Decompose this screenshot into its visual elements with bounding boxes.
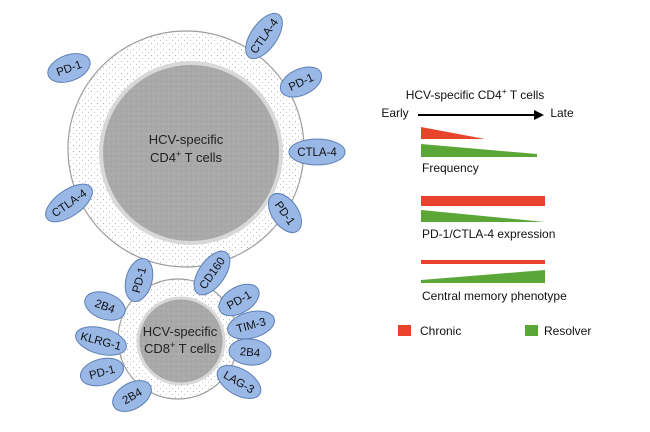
cd4-cell: HCV-specific CD4+ T cells PD-1 CTLA-4 PD… (45, 12, 346, 268)
receptor-pd1-cd8-right: PD-1 (218, 283, 260, 317)
memory-chronic-shape (421, 260, 545, 264)
expression-chronic-shape (421, 196, 545, 206)
expression-label: PD-1/CTLA-4 expression (422, 227, 555, 241)
cd8-nucleus (136, 296, 226, 386)
svg-text:2B4: 2B4 (239, 346, 261, 360)
timeline-title: HCV-specific CD4+ T cells (406, 86, 545, 102)
cd4-nucleus (99, 61, 283, 245)
legend-resolver-swatch (525, 325, 538, 336)
cd8-cell-label-line2: CD8+ T cells (144, 340, 216, 356)
cd4-cell-label-line1: HCV-specific (149, 132, 224, 147)
cd4-cell-label-line2: CD4+ T cells (150, 149, 222, 165)
cd8-cell-label-line1: HCV-specific (143, 324, 218, 339)
timeline-header: HCV-specific CD4+ T cells Early Late (381, 86, 574, 120)
timeline-late-label: Late (550, 106, 574, 120)
legend: Chronic Resolver (398, 324, 591, 338)
receptor-pd1-cd8-top: PD-1 (124, 257, 154, 303)
legend-chronic-label: Chronic (420, 324, 461, 338)
receptor-tim3: TIM-3 (227, 310, 275, 340)
memory-label: Central memory phenotype (422, 289, 567, 303)
receptor-2b4-bottom: 2B4 (112, 380, 152, 412)
cd8-cell: HCV-specific CD8+ T cells PD-1 CD160 PD-… (75, 250, 275, 412)
receptor-pd1-bottomright: PD-1 (267, 192, 303, 234)
receptor-pd1-cd8-left: PD-1 (79, 357, 125, 387)
receptor-2b4-left: 2B4 (84, 291, 126, 321)
panel-central-memory: Central memory phenotype (421, 260, 567, 303)
expression-resolver-shape (421, 210, 545, 222)
timeline-early-label: Early (381, 106, 408, 120)
frequency-chronic-shape (421, 127, 485, 139)
receptor-2b4-right: 2B4 (228, 338, 272, 366)
timeline-arrowhead (534, 110, 544, 120)
frequency-resolver-shape (421, 144, 537, 157)
svg-text:CTLA-4: CTLA-4 (297, 147, 337, 159)
receptor-pd1-topleft: PD-1 (47, 53, 91, 83)
memory-resolver-shape (421, 270, 545, 283)
legend-resolver-label: Resolver (544, 324, 591, 338)
receptor-ctla4-right: CTLA-4 (288, 138, 346, 166)
receptor-klrg1: KLRG-1 (75, 326, 127, 356)
receptor-pd1-topright: PD-1 (279, 66, 323, 98)
frequency-label: Frequency (422, 161, 479, 175)
panel-frequency: Frequency (421, 127, 537, 175)
legend-chronic-swatch (398, 325, 411, 336)
panel-pd1-ctla4-expression: PD-1/CTLA-4 expression (421, 196, 555, 241)
